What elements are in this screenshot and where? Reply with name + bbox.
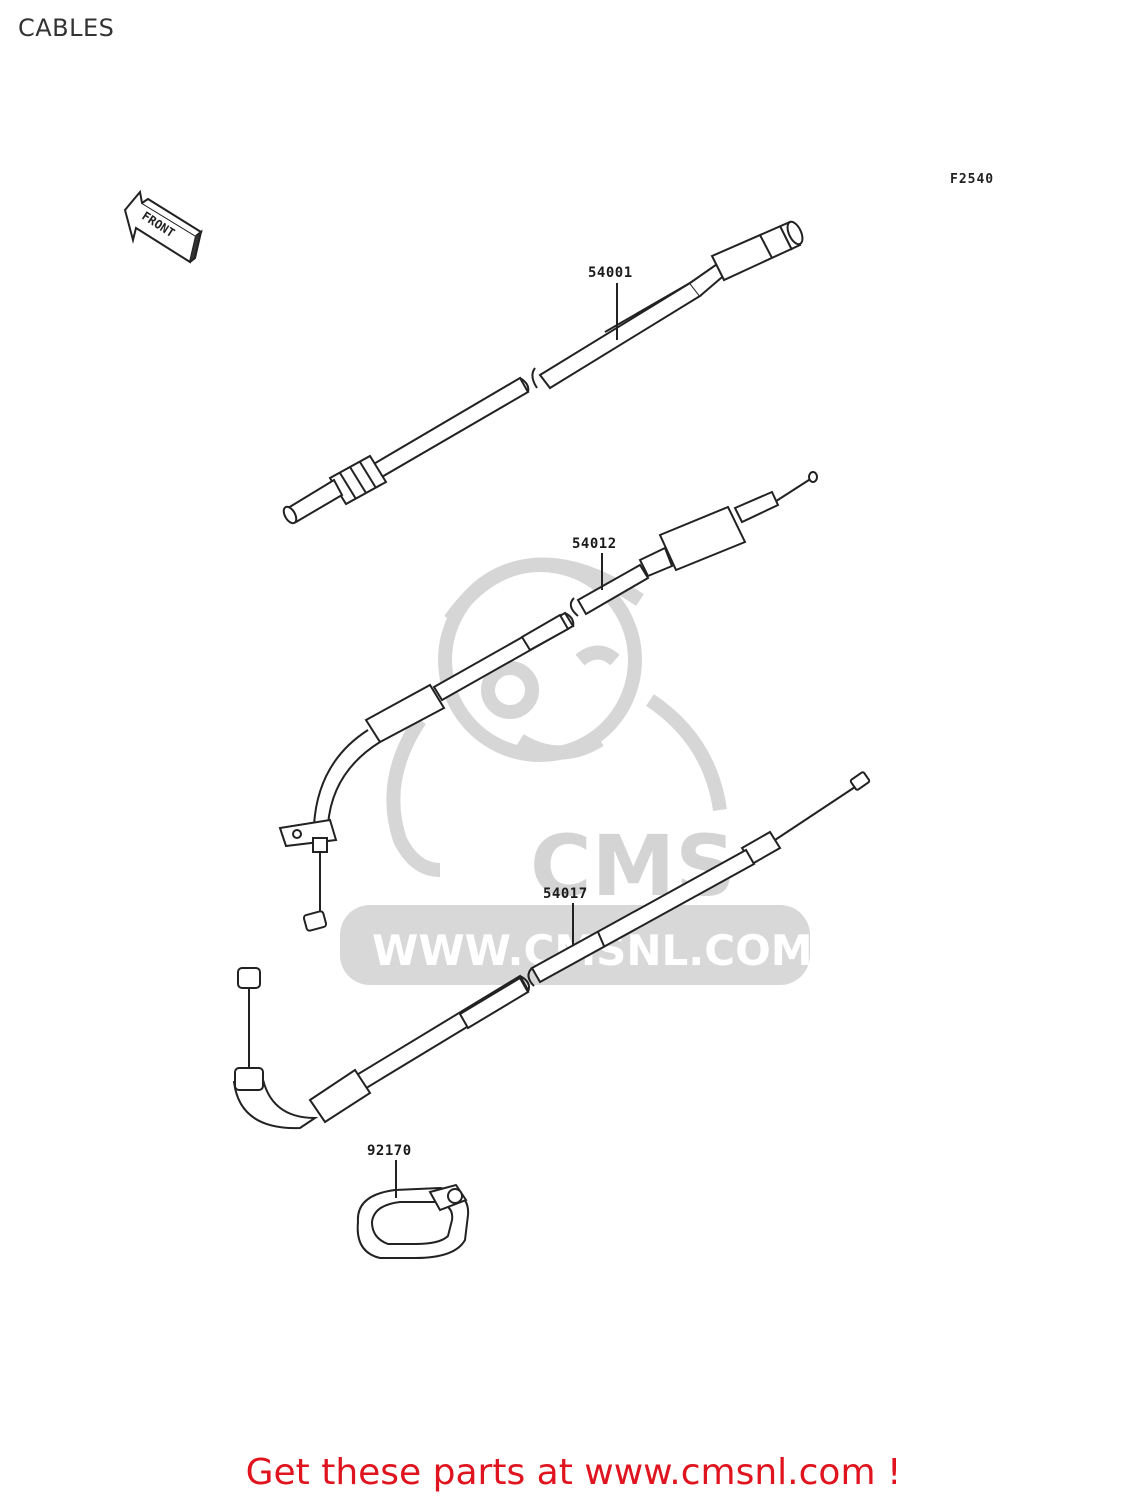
cable-54001 [282, 220, 804, 525]
front-arrow-icon: FRONT [123, 189, 203, 264]
watermark: CMS WWW.CMSNL.COM [340, 557, 813, 985]
footer-link[interactable]: Get these parts at www.cmsnl.com ! [245, 1452, 902, 1493]
part-label-92170: 92170 [367, 1143, 412, 1159]
clamp-92170 [356, 1160, 470, 1259]
cable-54012 [278, 471, 818, 932]
watermark-cms: CMS [530, 817, 736, 915]
page-title: CABLES [18, 14, 115, 42]
part-label-54001: 54001 [588, 265, 633, 281]
cable-54017 [232, 771, 871, 1130]
figure-code: F2540 [950, 172, 995, 187]
part-label-54017: 54017 [543, 886, 588, 902]
part-label-54012: 54012 [572, 536, 617, 552]
parts-diagram: CMS WWW.CMSNL.COM FRONT 54001 [123, 189, 871, 1259]
